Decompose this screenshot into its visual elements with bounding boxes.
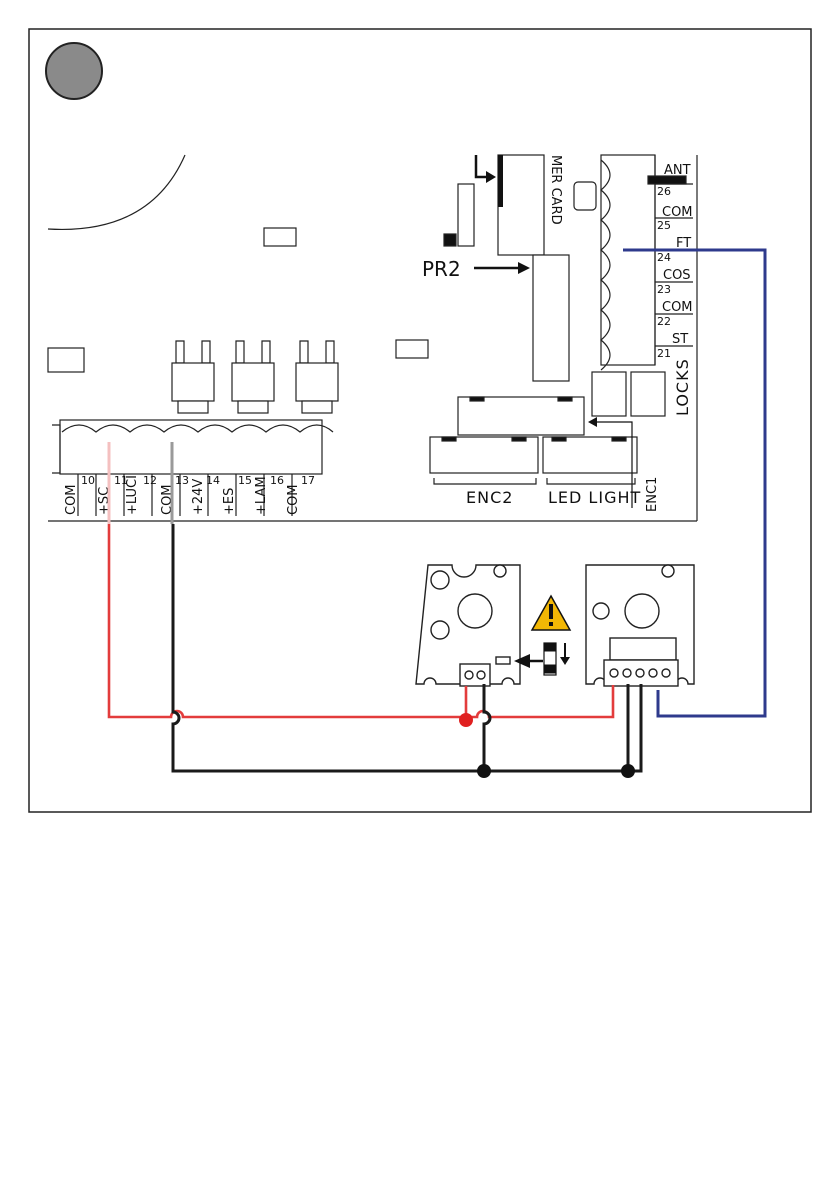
connector-brackets bbox=[434, 478, 635, 484]
terminal-label: +ES bbox=[222, 488, 237, 515]
photocell-receiver bbox=[586, 565, 694, 686]
terminal-label: +LUCI bbox=[125, 475, 140, 515]
terminal-label: ANT bbox=[664, 163, 691, 178]
enc1-label: ENC1 bbox=[645, 477, 660, 512]
enc2-label: ENC2 bbox=[466, 488, 513, 507]
step-badge bbox=[46, 43, 102, 99]
terminal-label: COM bbox=[64, 484, 79, 515]
terminal-number: 25 bbox=[657, 219, 671, 232]
card-label: MER CARD bbox=[548, 155, 563, 225]
terminal-label: ST bbox=[672, 332, 688, 347]
locks-label: LOCKS bbox=[673, 358, 692, 416]
terminal-number: 26 bbox=[657, 185, 671, 198]
terminal-label: COM bbox=[286, 484, 301, 515]
terminal-number: 22 bbox=[657, 315, 671, 328]
bottom-terminal-labels: COM 10 +SC 11 +LUCI 12 COM 13 +24V 14 +E… bbox=[64, 474, 315, 515]
terminal-number: 17 bbox=[301, 474, 315, 487]
terminal-label: COM bbox=[662, 205, 693, 220]
terminal-number: 13 bbox=[175, 474, 189, 487]
led-light-label: LED LIGHT bbox=[548, 488, 641, 507]
terminal-number: 23 bbox=[657, 283, 671, 296]
terminal-number: 15 bbox=[238, 474, 252, 487]
terminal-number: 16 bbox=[270, 474, 284, 487]
photocell-transmitter bbox=[416, 565, 520, 686]
terminal-number: 24 bbox=[657, 251, 671, 264]
junction-red bbox=[459, 713, 473, 727]
terminal-number: 12 bbox=[143, 474, 157, 487]
fuse-row bbox=[172, 341, 338, 413]
board-components bbox=[48, 155, 665, 473]
terminal-label: COM bbox=[662, 300, 693, 315]
terminal-label: +24V bbox=[191, 479, 206, 515]
jumper-arrow-icon bbox=[514, 643, 570, 675]
terminal-number: 21 bbox=[657, 347, 671, 360]
pr2-label: PR2 bbox=[422, 257, 461, 281]
junction-black bbox=[621, 764, 635, 778]
junction-black bbox=[477, 764, 491, 778]
wire-black bbox=[173, 524, 641, 771]
terminal-label: COS bbox=[663, 268, 691, 283]
terminal-number: 10 bbox=[81, 474, 95, 487]
terminal-label: +LAM bbox=[254, 476, 269, 515]
terminal-number: 14 bbox=[206, 474, 220, 487]
warning-triangle-icon bbox=[532, 596, 570, 630]
right-terminal-labels: ANT 26 COM 25 FT 24 COS 23 COM 22 ST 21 bbox=[657, 163, 693, 360]
